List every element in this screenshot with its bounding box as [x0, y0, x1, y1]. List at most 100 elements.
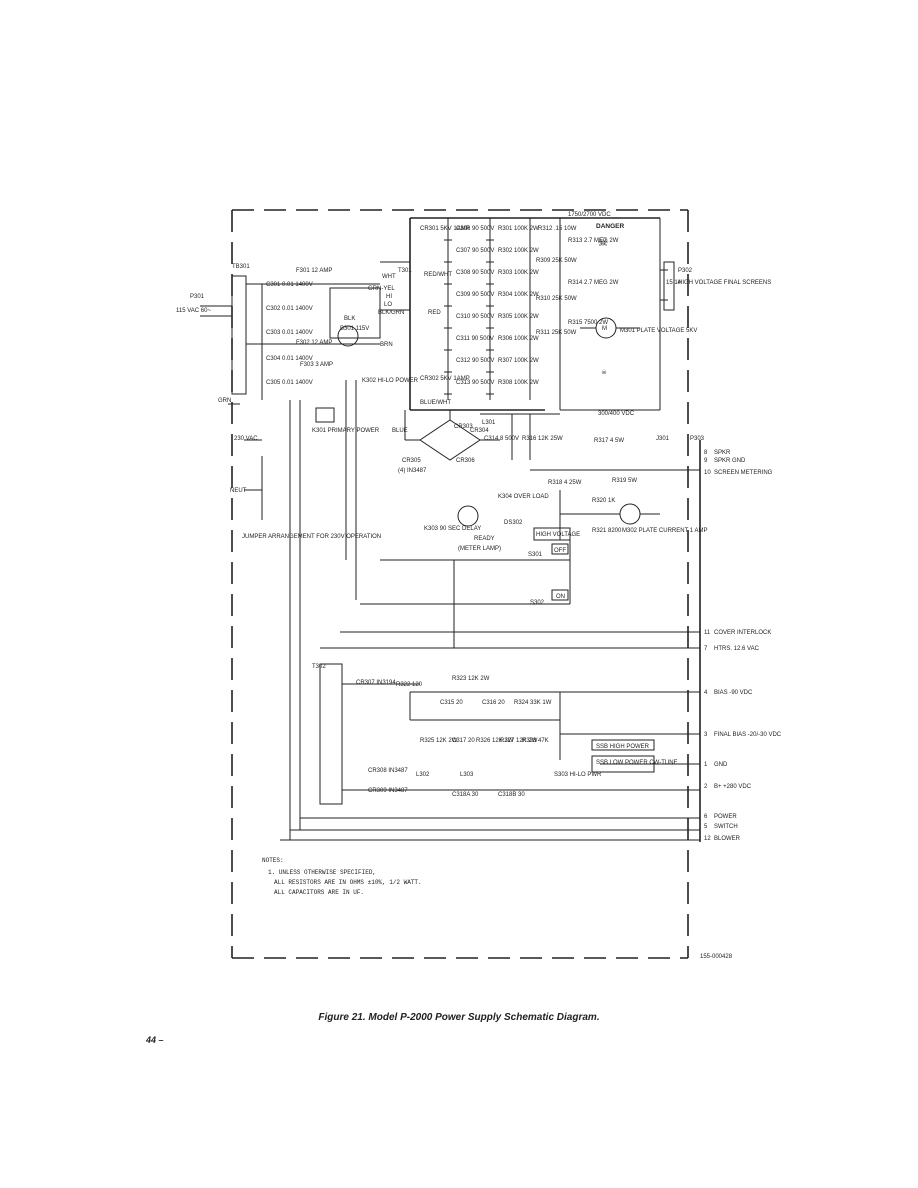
r324-label: R324 33K 1W	[514, 700, 552, 706]
c301-label: C301 0.01 1400V	[266, 282, 313, 288]
conn-pin: 11	[704, 630, 711, 636]
conn-label: BIAS -90 VDC	[714, 690, 753, 696]
chassis-border	[231, 209, 689, 959]
r309-label: R309 25K 50W	[536, 258, 577, 264]
conn-label: SPKR GND	[714, 458, 746, 464]
r307-label: R307 100K 2W	[498, 358, 539, 364]
conn-pin: 4	[704, 690, 708, 696]
tb301-label: TB301	[232, 264, 250, 270]
ssb-low-label: SSB LOW POWER CW-TUNE	[596, 760, 678, 766]
p301-label: P301	[190, 294, 205, 300]
bridge-rectifier	[404, 410, 700, 471]
conn-label: GND	[714, 762, 728, 768]
conn-label: SCREEN METERING	[714, 470, 773, 476]
svg-text:☠: ☠	[601, 369, 607, 376]
r321-label: R321 8200	[592, 528, 622, 534]
l302-label: L302	[416, 772, 430, 778]
f302-label: F302 12 AMP	[296, 340, 332, 346]
b301-label: B301 115V	[340, 326, 369, 332]
c309-label: C309 90 500V	[456, 292, 494, 298]
r311-label: R311 25K 50W	[536, 330, 577, 336]
r310-label: R310 25K 50W	[536, 296, 577, 302]
c314-label: C314 8 500V	[484, 436, 519, 442]
c318a-label: C318A 30	[452, 792, 479, 798]
red-label: RED	[428, 310, 441, 316]
r304-label: R304 100K 2W	[498, 292, 539, 298]
danger-label: DANGER	[596, 223, 624, 230]
wht-label: WHT	[382, 274, 396, 280]
ds302-label: DS302	[504, 520, 523, 526]
off-label: OFF	[554, 548, 566, 554]
r301-label: R301 100K 2W	[498, 226, 539, 232]
figure-caption: Figure 21. Model P-2000 Power Supply Sch…	[318, 1012, 600, 1023]
tb301-terminal-block	[231, 275, 247, 395]
r312-label: R312 .15 10W	[538, 226, 577, 232]
notes-heading: NOTES:	[262, 857, 284, 864]
high-voltage-section: M ☠	[409, 217, 675, 411]
j301-label: J301	[656, 436, 670, 442]
conn-pin: 10	[704, 470, 711, 476]
c316-label: C316 20	[482, 700, 505, 706]
conn-pin: 3	[704, 732, 708, 738]
conn-pin: 5	[704, 824, 708, 830]
r322-label: R322 120	[396, 682, 423, 688]
c305-label: C305 0.01 1400V	[266, 380, 313, 386]
conn-pin: 7	[704, 646, 708, 652]
blue-label: BLUE	[392, 428, 408, 434]
r326-label: R326 12K 2W	[476, 738, 514, 744]
bridge-label: (4) IN3487	[398, 468, 427, 474]
notes-block: NOTES: 1. UNLESS OTHERWISE SPECIFIED, AL…	[262, 857, 422, 896]
k302-label: K302 HI-LO POWER	[362, 378, 419, 384]
hi-label: HI	[386, 294, 392, 300]
cr303-label: CR303	[454, 424, 473, 430]
t302-label: T302	[312, 664, 326, 670]
k304-label: K304 OVER LOAD	[498, 494, 549, 500]
s301-label: S301	[528, 552, 543, 558]
jumper-label: JUMPER ARRANGEMENT FOR 230V OPERATION	[242, 534, 381, 540]
ssb-high-box	[591, 739, 655, 751]
l301-label: L301	[482, 420, 496, 426]
meter-lamp-label: (METER LAMP)	[458, 546, 501, 552]
c312-label: C312 90 500V	[456, 358, 494, 364]
r313-label: R313 2.7 MEG 2W	[568, 238, 619, 244]
p302-label: P302	[678, 268, 693, 274]
ac-230-label: 230 VAC	[234, 436, 258, 442]
r314-label: R314 2.7 MEG 2W	[568, 280, 619, 286]
r306-label: R306 100K 2W	[498, 336, 539, 342]
p302-connector	[663, 261, 675, 311]
k301-relay-coil	[315, 407, 335, 423]
conn-pin: 12	[704, 836, 711, 842]
r303-label: R303 100K 2W	[498, 270, 539, 276]
cr301-label: CR301 5KV 1AMP	[420, 226, 470, 232]
c308-label: C308 90 500V	[456, 270, 494, 276]
s301-off-switch[interactable]	[551, 543, 569, 555]
r327-label: R327 12K 2W	[500, 738, 538, 744]
t301-label: T301	[398, 268, 412, 274]
high-voltage-lamp	[533, 527, 571, 541]
s302-on-switch[interactable]	[551, 589, 569, 601]
c311-label: C311 90 500V	[456, 336, 494, 342]
b301-blower	[337, 325, 359, 347]
conn-label: FINAL BIAS -20/-30 VDC	[714, 732, 782, 738]
p302-pins-label: 15 14	[666, 280, 682, 286]
k303-label: K303 90 SEC DELAY	[424, 526, 481, 532]
conn-label: BLOWER	[714, 836, 741, 842]
blk-grn-label: BLK/GRN	[378, 310, 404, 316]
s302-label: S302	[530, 600, 545, 606]
cr305-label: CR305	[402, 458, 421, 464]
page-number: 44 –	[146, 1035, 164, 1045]
grn-label: GRN	[218, 398, 231, 404]
k301-label: K301 PRIMARY POWER	[312, 428, 380, 434]
connector-labels: 8 SPKR 9 SPKR GND 10 SCREEN METERING 11 …	[704, 450, 782, 842]
f301-label: F301 12 AMP	[296, 268, 332, 274]
c304-label: C304 0.01 1400V	[266, 356, 313, 362]
r315-label: R315 7500 2W	[568, 320, 608, 326]
hv-bottom-label: 300/400 VDC	[598, 411, 635, 417]
conn-label: SPKR	[714, 450, 731, 456]
conn-pin: 6	[704, 814, 708, 820]
c302-label: C302 0.01 1400V	[266, 306, 313, 312]
c318b-label: C318B 30	[498, 792, 525, 798]
k303-delay-relay	[457, 505, 479, 527]
on-label: ON	[556, 594, 565, 600]
